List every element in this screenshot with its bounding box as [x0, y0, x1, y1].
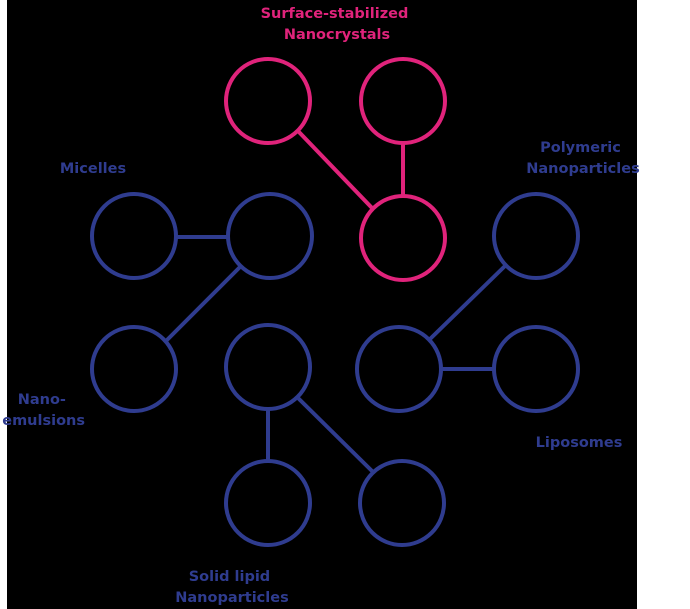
- solid-lipid-node: [224, 459, 312, 547]
- liposome-node: [355, 325, 443, 413]
- liposomes-label: Liposomes: [536, 435, 623, 451]
- liposome-node: [492, 325, 580, 413]
- diagram-background: [7, 0, 637, 609]
- polymeric-nanoparticle-node: [492, 192, 580, 280]
- label-line: Polymeric: [540, 140, 621, 156]
- polymeric-liposomes-group: [355, 192, 580, 413]
- label-line: Solid lipid: [189, 569, 270, 585]
- link-line: [296, 129, 375, 211]
- link-line: [163, 265, 242, 344]
- micelle-node: [226, 192, 314, 280]
- solid-lipid-node: [358, 459, 446, 547]
- label-line: Micelles: [60, 161, 126, 177]
- micelle-node: [90, 192, 178, 280]
- micelles-group: [90, 192, 314, 413]
- label-line: Nanoparticles: [175, 590, 288, 606]
- surface-stabilized-nanocrystals-group: [224, 57, 447, 282]
- solid-lipid-nanoparticles-label: Solid lipid Nanoparticles: [175, 569, 288, 606]
- nanoemulsions-label: Nano- emulsions: [2, 392, 85, 429]
- solid-lipid-nanoparticles-group: [224, 323, 446, 547]
- label-line: Nano-: [18, 392, 66, 408]
- label-line: emulsions: [2, 413, 85, 429]
- polymeric-nanoparticles-label: Polymeric Nanoparticles: [526, 140, 639, 177]
- link-line: [295, 395, 375, 474]
- link-line: [427, 263, 508, 342]
- solid-lipid-node: [224, 323, 312, 411]
- label-line: Nanocrystals: [284, 27, 390, 43]
- label-line: Surface-stabilized: [261, 6, 409, 22]
- micelles-label: Micelles: [60, 161, 126, 177]
- surface-stabilized-label: Surface-stabilized Nanocrystals: [261, 6, 414, 43]
- label-line: Liposomes: [536, 435, 623, 451]
- nanocrystal-node: [359, 194, 447, 282]
- nanocrystal-node: [224, 57, 312, 145]
- nanocrystal-node: [359, 57, 447, 145]
- label-line: Nanoparticles: [526, 161, 639, 177]
- nanoemulsion-node: [90, 325, 178, 413]
